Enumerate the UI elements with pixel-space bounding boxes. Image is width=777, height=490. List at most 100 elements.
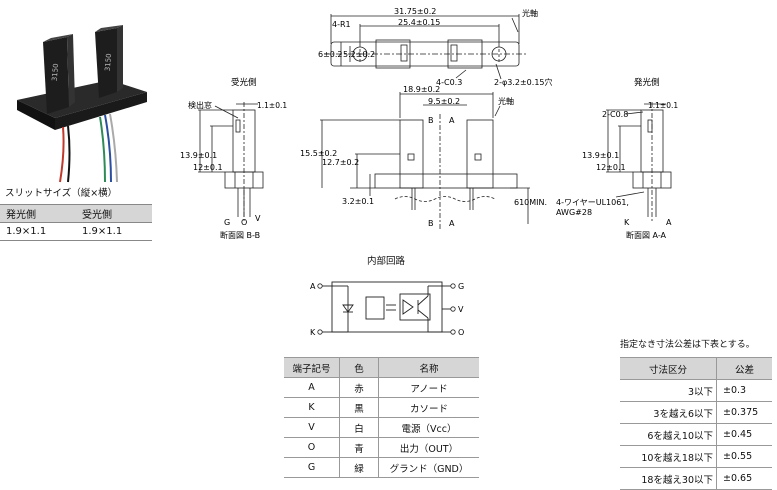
tolerance-table: 寸法区分 公差 3以下 ±0.3 3を越え6以下 ±0.375 6を越え10以下…	[620, 357, 772, 490]
top-chamfer: 4-C0.3	[436, 78, 462, 87]
tolerance-header-range: 寸法区分	[620, 357, 717, 380]
terminal-cell: G	[284, 457, 340, 478]
emitter-wire-spec-2: AWG#28	[556, 208, 592, 217]
emitter-wire-spec-1: 4-ワイヤーUL1061,	[556, 198, 629, 207]
internal-circuit-diagram: A K G V O	[310, 281, 464, 337]
top-dim-overall: 31.75±0.2	[394, 7, 436, 16]
terminal-cell: V	[284, 417, 340, 438]
emitter-pin-k: K	[624, 218, 630, 227]
emitter-pin-a: A	[666, 218, 672, 227]
circuit-pin-o: O	[458, 328, 464, 337]
terminal-cell: K	[284, 397, 340, 418]
terminal-cell: カソード	[378, 397, 479, 418]
receiver-pin-v: V	[255, 214, 261, 223]
slit-header-receiver: 受光側	[76, 204, 152, 223]
terminal-cell: グランド（GND）	[378, 457, 479, 478]
receiver-dim-total: 13.9±0.1	[180, 151, 217, 160]
terminal-cell: アノード	[378, 377, 479, 398]
circuit-title: 内部回路	[367, 256, 406, 267]
tolerance-cell: ±0.375	[716, 401, 772, 424]
top-dim-height: 6±0.2	[318, 50, 343, 59]
slit-value-emitter: 1.9×1.1	[0, 222, 76, 241]
top-view-drawing: 31.75±0.2 25.4±0.15 4-R1 6±0.2 5.2±0.2 光…	[318, 7, 552, 87]
receiver-dim-window: 1.1±0.1	[257, 101, 287, 110]
table-row: 10を越え18以下 ±0.55	[620, 445, 772, 468]
table-row: 3を越え6以下 ±0.375	[620, 401, 772, 424]
terminal-cell: A	[284, 377, 340, 398]
tolerance-cell: ±0.55	[716, 445, 772, 468]
receiver-pin-o: O	[241, 218, 247, 227]
terminal-cell: 黒	[339, 397, 379, 418]
front-view-drawing: 18.9±0.2 9.5±0.2 光軸 B A 15.5±0.2 12.7±0.…	[300, 85, 547, 229]
table-row: G 緑 グランド（GND）	[284, 457, 479, 478]
table-row: 18を越え30以下 ±0.65	[620, 467, 772, 490]
tolerance-cell: ±0.65	[716, 467, 772, 490]
terminal-cell: 出力（OUT）	[378, 437, 479, 458]
tolerance-cell: 6を越え10以下	[620, 423, 717, 446]
circuit-pin-a: A	[310, 282, 316, 291]
slit-table: 発光側 受光側 1.9×1.1 1.9×1.1	[0, 204, 152, 241]
receiver-section-label: 断面図 B-B	[220, 230, 260, 240]
emitter-side-label: 発光側	[634, 77, 660, 88]
slit-header-emitter: 発光側	[0, 204, 76, 223]
front-axis-label: 光軸	[498, 96, 514, 106]
tolerance-cell: 3以下	[620, 379, 717, 402]
receiver-side-view: 受光側 検出窓 1.1±0.1 13.9±0.1 12±0.1 G O V 断面…	[180, 77, 287, 240]
terminal-cell: 緑	[339, 457, 379, 478]
tolerance-cell: 3を越え6以下	[620, 401, 717, 424]
terminal-header-symbol: 端子記号	[284, 357, 340, 378]
product-photo: 3150 3150	[17, 25, 147, 183]
front-dim-gap: 18.9±0.2	[403, 85, 440, 94]
front-section-a-bottom: A	[449, 219, 455, 228]
emitter-chamfer: 2-C0.8	[602, 110, 628, 119]
terminal-table: 端子記号 色 名称 A 赤 アノード K 黒 カソード V 白 電源（Vcc） …	[284, 357, 479, 478]
top-axis-label: 光軸	[522, 8, 538, 18]
table-row: V 白 電源（Vcc）	[284, 417, 479, 438]
terminal-cell: O	[284, 437, 340, 458]
tolerance-cell: ±0.45	[716, 423, 772, 446]
table-row: 3以下 ±0.3	[620, 379, 772, 402]
front-dim-base: 3.2±0.1	[342, 197, 374, 206]
circuit-pin-g: G	[458, 282, 464, 291]
tolerance-cell: 18を越え30以下	[620, 467, 717, 490]
top-dim-holes: 25.4±0.15	[398, 18, 440, 27]
slit-value-receiver: 1.9×1.1	[76, 222, 152, 241]
top-radius: 4-R1	[332, 20, 351, 29]
top-dim-inner: 5.2±0.2	[343, 50, 375, 59]
emitter-dim-total: 13.9±0.1	[582, 151, 619, 160]
marking-right: 3150	[104, 53, 114, 71]
emitter-dim-window: 1.1±0.1	[648, 101, 678, 110]
receiver-dim-slit: 12±0.1	[193, 163, 223, 172]
front-section-b-bottom: B	[428, 219, 434, 228]
receiver-side-label: 受光側	[231, 77, 257, 88]
table-row: 6を越え10以下 ±0.45	[620, 423, 772, 446]
terminal-header-color: 色	[339, 357, 379, 378]
front-section-a-top: A	[449, 116, 455, 125]
front-dim-slit-width: 9.5±0.2	[428, 97, 460, 106]
emitter-dim-slit: 12±0.1	[596, 163, 626, 172]
front-lead-length: 610MIN.	[514, 198, 547, 207]
circuit-pin-k: K	[310, 328, 316, 337]
front-section-b-top: B	[428, 116, 434, 125]
tolerance-header-value: 公差	[716, 357, 772, 380]
terminal-cell: 赤	[339, 377, 379, 398]
table-row: A 赤 アノード	[284, 377, 479, 398]
tolerance-note: 指定なき寸法公差は下表とする。	[620, 340, 755, 350]
terminal-cell: 電源（Vcc）	[378, 417, 479, 438]
tolerance-cell: 10を越え18以下	[620, 445, 717, 468]
table-row: O 青 出力（OUT）	[284, 437, 479, 458]
emitter-section-label: 断面図 A-A	[626, 230, 667, 240]
circuit-pin-v: V	[458, 305, 464, 314]
marking-left: 3150	[51, 63, 61, 81]
receiver-window-label: 検出窓	[188, 100, 212, 110]
front-dim-axis: 12.7±0.2	[322, 158, 359, 167]
terminal-cell: 白	[339, 417, 379, 438]
terminal-cell: 青	[339, 437, 379, 458]
slit-caption: スリットサイズ（縦×横）	[5, 188, 118, 199]
front-dim-height: 15.5±0.2	[300, 149, 337, 158]
emitter-side-view: 発光側 2-C0.8 1.1±0.1 13.9±0.1 12±0.1 4-ワイヤ…	[556, 77, 678, 240]
top-holes: 2-φ3.2±0.15穴	[494, 77, 552, 87]
tolerance-cell: ±0.3	[716, 379, 772, 402]
table-row: K 黒 カソード	[284, 397, 479, 418]
terminal-header-name: 名称	[378, 357, 479, 378]
